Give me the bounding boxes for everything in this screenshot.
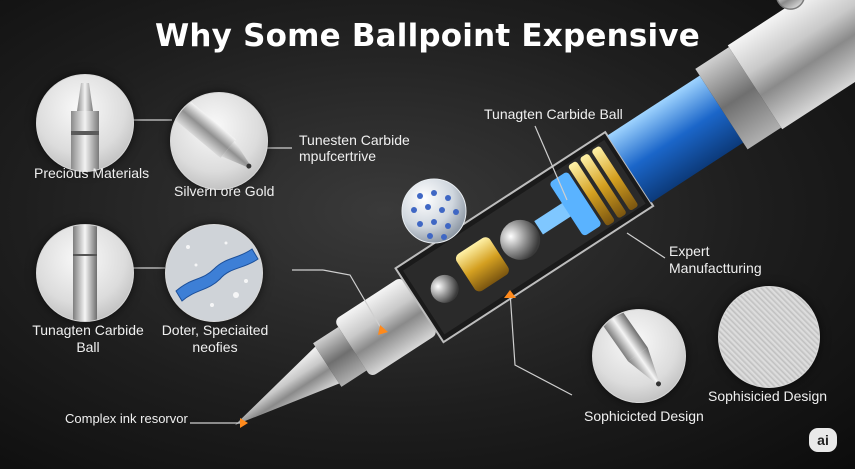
sophicicted-design-label: Sophicicted Design — [584, 408, 704, 424]
tunagten-carbide-ball-top-label: Tunagten Carbide Ball — [484, 106, 623, 122]
sophisicied-design-label: Sophisicied Design — [708, 388, 828, 404]
complex-ink-reservoir-label: Complex ink resorvor — [65, 411, 188, 426]
expert-manufacturing-label-line1: Expert — [669, 243, 710, 259]
pen-tip-closeup-icon — [170, 92, 268, 190]
tunesten-carbide-label-line2: mpufcertrive — [299, 148, 377, 164]
ink-texture-icon — [165, 224, 263, 322]
tunagten-carbide-ball-left-label-line2: Ball — [76, 339, 100, 355]
silvern-gold-label: Silvern ore Gold — [174, 183, 275, 199]
brushed-metal-texture-icon — [718, 286, 820, 388]
pen-tip-detail-icon — [592, 309, 686, 403]
tunagten-carbide-ball-left-label-line1: Tunagten Carbide — [32, 322, 144, 338]
pen-barrel-closeup-icon — [36, 74, 134, 172]
expert-manufacturing-label-line2: Manufactturing — [669, 260, 762, 276]
carbide-ball-icon — [401, 178, 467, 244]
precious-materials-label: Precious Materials — [34, 165, 150, 181]
page-title: Why Some Ballpoint Expensive — [155, 18, 700, 54]
tunesten-carbide-label-line1: Tunesten Carbide — [299, 132, 410, 148]
doter-speciaited-label-line1: Doter, Speciaited — [161, 322, 269, 338]
doter-speciaited-label-line2: neofies — [192, 339, 238, 355]
ai-badge: ai — [809, 428, 837, 452]
refill-cylinder-icon — [36, 224, 134, 322]
